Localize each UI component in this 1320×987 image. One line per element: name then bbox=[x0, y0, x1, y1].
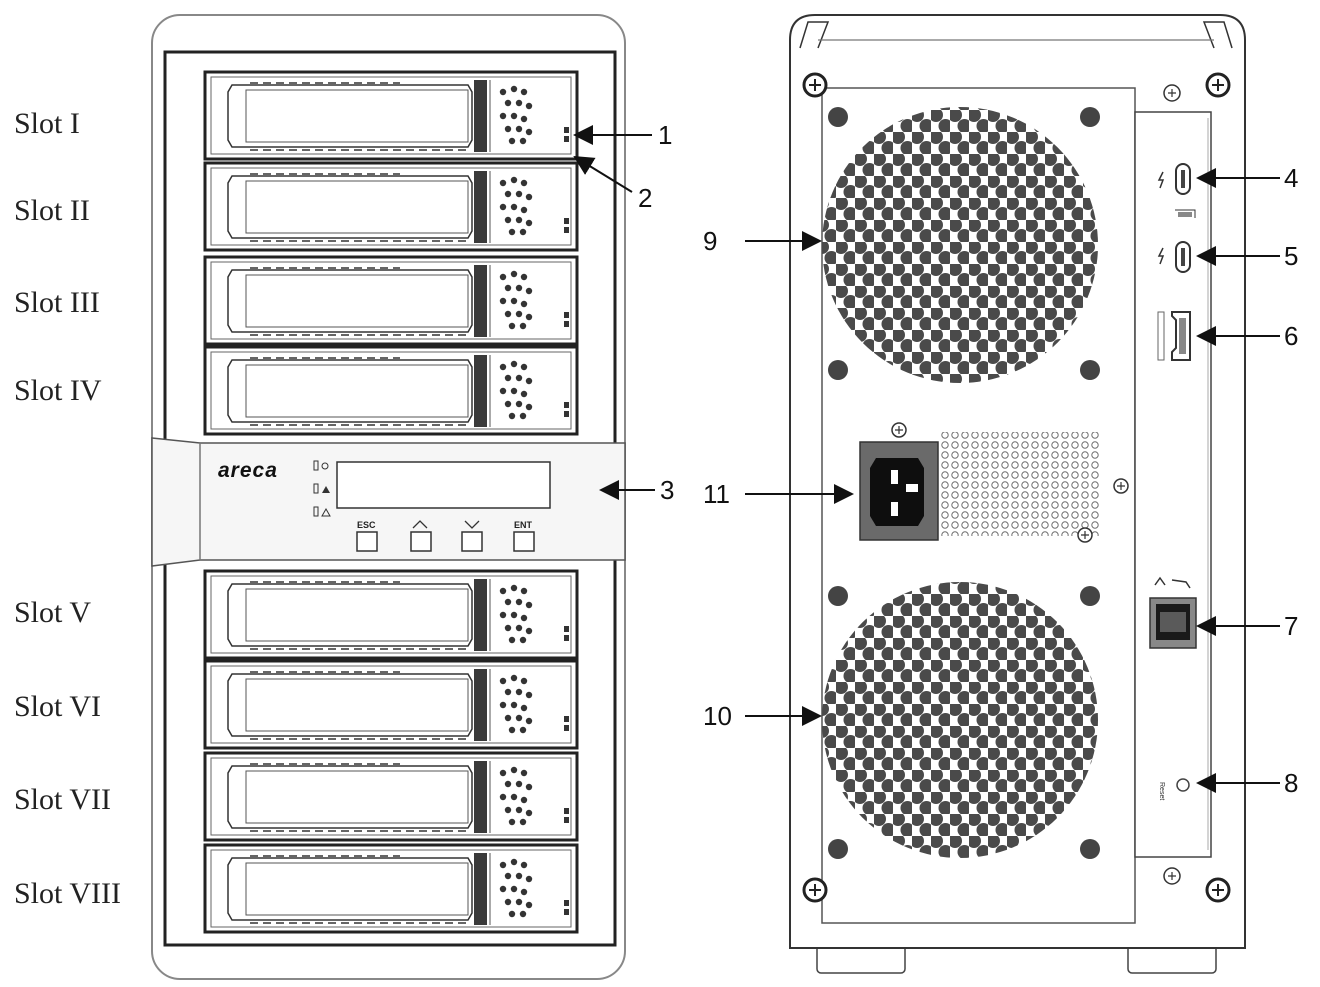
slot-labels: Slot I Slot II Slot III Slot IV Slot V S… bbox=[14, 107, 121, 910]
panel-button-up[interactable] bbox=[410, 520, 432, 552]
thunderbolt-port-2[interactable] bbox=[1157, 241, 1191, 273]
screw-icon bbox=[1205, 72, 1231, 98]
foot bbox=[816, 944, 906, 974]
front-view: areca ESC ENT bbox=[151, 14, 626, 980]
svg-text:11: 11 bbox=[703, 479, 730, 509]
svg-text:4: 4 bbox=[1284, 163, 1298, 193]
callout-5: 5 bbox=[1196, 241, 1298, 271]
callout-11: 11 bbox=[703, 479, 854, 509]
screw-icon bbox=[802, 877, 828, 903]
screw-icon bbox=[1163, 867, 1181, 885]
drive-bays-top bbox=[203, 70, 579, 436]
callout-3: 3 bbox=[599, 475, 674, 505]
panel-button-enter[interactable]: ENT bbox=[513, 520, 535, 552]
callouts: 1 2 3 4 5 6 7 8 bbox=[573, 120, 1298, 798]
callout-4: 4 bbox=[1196, 163, 1298, 193]
svg-text:6: 6 bbox=[1284, 321, 1298, 351]
drive-status-led-icon bbox=[564, 716, 569, 731]
status-led-power-icon bbox=[313, 460, 329, 471]
drive-tray[interactable] bbox=[203, 843, 579, 934]
svg-text:8: 8 bbox=[1284, 768, 1298, 798]
svg-text:2: 2 bbox=[638, 183, 652, 213]
callout-8: 8 bbox=[1196, 768, 1298, 798]
slot-label: Slot III bbox=[14, 286, 100, 319]
drive-bays-bottom bbox=[203, 569, 579, 934]
drive-status-led-icon bbox=[564, 626, 569, 641]
io-panel: Reset bbox=[1134, 84, 1212, 885]
svg-text:9: 9 bbox=[703, 226, 717, 256]
slot-label: Slot V bbox=[14, 596, 91, 629]
drive-tray[interactable] bbox=[203, 161, 579, 252]
psu-vent bbox=[940, 432, 1100, 536]
drive-tray[interactable] bbox=[203, 751, 579, 842]
drive-status-led-icon bbox=[564, 218, 569, 233]
usb-spec-mark bbox=[1175, 209, 1196, 218]
lcd-display bbox=[336, 461, 551, 509]
slot-label: Slot VI bbox=[14, 690, 101, 723]
screw-icon bbox=[1205, 877, 1231, 903]
reset-button[interactable]: Reset bbox=[1158, 778, 1190, 800]
fan-grille-bottom bbox=[822, 582, 1100, 859]
drive-status-led-icon bbox=[564, 127, 569, 142]
slot-label: Slot I bbox=[14, 107, 80, 140]
screw-icon bbox=[802, 72, 828, 98]
power-supply-module bbox=[859, 422, 1129, 543]
slot-label: Slot VII bbox=[14, 783, 111, 816]
callout-7: 7 bbox=[1196, 611, 1298, 641]
reset-label: Reset bbox=[1158, 782, 1165, 800]
areca-logo: areca bbox=[218, 459, 278, 482]
callout-2: 2 bbox=[573, 155, 652, 213]
down-arrow-icon bbox=[464, 520, 480, 529]
slot-label: Slot II bbox=[14, 194, 90, 227]
callout-1: 1 bbox=[573, 120, 672, 150]
up-arrow-icon bbox=[412, 520, 428, 529]
thunderbolt-port-1[interactable] bbox=[1157, 163, 1191, 195]
displayport-icon bbox=[1157, 311, 1165, 361]
svg-text:1: 1 bbox=[658, 120, 672, 150]
screw-icon bbox=[1113, 478, 1129, 494]
slot-label: Slot VIII bbox=[14, 877, 121, 910]
svg-text:10: 10 bbox=[703, 701, 732, 731]
ethernet-port[interactable] bbox=[1149, 576, 1197, 649]
rear-view: Reset bbox=[789, 14, 1246, 974]
screw-icon bbox=[1163, 84, 1181, 102]
drive-tray[interactable] bbox=[203, 70, 579, 161]
drive-tray[interactable] bbox=[203, 659, 579, 750]
drive-status-led-icon bbox=[564, 312, 569, 327]
ac-power-inlet[interactable] bbox=[859, 441, 939, 541]
screw-icon bbox=[891, 422, 907, 438]
foot bbox=[1127, 944, 1217, 974]
panel-button-esc[interactable]: ESC bbox=[356, 520, 378, 552]
status-led-warning-icon bbox=[313, 483, 330, 494]
drive-tray[interactable] bbox=[203, 569, 579, 660]
svg-text:ENT: ENT bbox=[514, 520, 533, 530]
svg-text:ESC: ESC bbox=[357, 520, 376, 530]
displayport-port[interactable] bbox=[1157, 311, 1191, 361]
panel-button-down[interactable] bbox=[461, 520, 483, 552]
lcd-control-panel: areca ESC ENT bbox=[151, 437, 626, 567]
slot-label: Slot IV bbox=[14, 374, 102, 407]
screw-icon bbox=[1077, 527, 1093, 543]
drive-tray[interactable] bbox=[203, 345, 579, 436]
callout-10: 10 bbox=[703, 701, 822, 731]
network-wrench-icon bbox=[1154, 576, 1191, 589]
svg-text:3: 3 bbox=[660, 475, 674, 505]
callout-6: 6 bbox=[1196, 321, 1298, 351]
drive-status-led-icon bbox=[564, 808, 569, 823]
thunderbolt-icon bbox=[1157, 247, 1165, 265]
drive-status-led-icon bbox=[564, 900, 569, 915]
drive-tray[interactable] bbox=[203, 255, 579, 346]
svg-text:7: 7 bbox=[1284, 611, 1298, 641]
status-led-alert-icon bbox=[313, 506, 331, 517]
fan-grille-top bbox=[822, 107, 1100, 383]
svg-text:5: 5 bbox=[1284, 241, 1298, 271]
callout-9: 9 bbox=[703, 226, 822, 256]
drive-status-led-icon bbox=[564, 402, 569, 417]
thunderbolt-icon bbox=[1157, 171, 1165, 189]
